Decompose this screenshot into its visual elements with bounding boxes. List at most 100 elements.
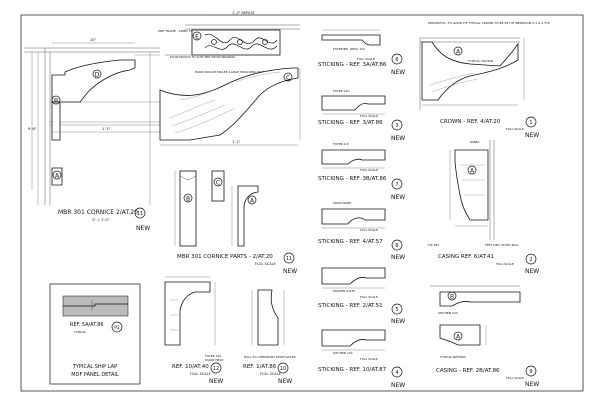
svg-text:NEW: NEW <box>391 69 405 76</box>
svg-text:FULL SCALE: FULL SCALE <box>190 372 211 376</box>
svg-text:FULL SCALE: FULL SCALE <box>360 168 378 172</box>
svg-text:11: 11 <box>137 211 143 217</box>
svg-text:KITCHEN 12C: KITCHEN 12C <box>438 311 458 315</box>
detail-carved-frieze: MDF FRAME - SIZED TO SUIT FOR FULL SYMME… <box>158 11 301 146</box>
svg-text:B: B <box>450 294 454 301</box>
detail-title-casing-6: CASING REF. 6/AT.41 <box>438 254 494 260</box>
crown-profile <box>421 41 519 101</box>
svg-text:4: 4 <box>395 370 398 376</box>
dim-projection: 10" <box>90 38 96 42</box>
svg-text:C: C <box>216 180 220 187</box>
dim-height: 9'-6" <box>28 127 37 131</box>
svg-text:MASTER SUITE: MASTER SUITE <box>333 289 355 293</box>
detail-scale-mbr301-cornice: 3" = 1'-0" <box>92 218 110 222</box>
bracket-profile-shape <box>159 67 299 141</box>
ref10-profile <box>164 281 211 346</box>
svg-text:10: 10 <box>280 366 286 372</box>
detail-sticking-3a: FOYER/BR. (DEV) 12C FULL SCALE STICKING … <box>318 29 405 76</box>
detail-sticking-3b: FOYER 1/2 FULL SCALE STICKING - REF. 3B/… <box>318 142 405 201</box>
svg-text:A: A <box>250 198 255 205</box>
note-repeat: 1'-0" REPEAT <box>232 11 255 15</box>
svg-text:DOOR HEAD: DOOR HEAD <box>205 358 224 362</box>
svg-text:NEW: NEW <box>525 268 539 275</box>
svg-text:12: 12 <box>213 366 219 372</box>
shiplap-bubble <box>111 321 123 333</box>
casing-2b-profile <box>439 324 481 346</box>
svg-text:PANEL: PANEL <box>470 140 480 144</box>
detail-bubble <box>134 207 146 219</box>
svg-text:TYPICAL RETURN: TYPICAL RETURN <box>439 355 465 359</box>
svg-text:FULL SCALE: FULL SCALE <box>360 114 378 118</box>
svg-text:3: 3 <box>395 123 398 129</box>
detail-mbr301-parts: B C A MBR 301 CORNICE PARTS - 2/AT.20 FU… <box>174 170 297 275</box>
part-label-b: B <box>54 98 58 105</box>
sticking-3a-profile <box>321 34 381 46</box>
status-new: NEW <box>136 225 150 232</box>
shiplap-frame <box>49 283 141 385</box>
svg-text:FULL SCALE: FULL SCALE <box>506 376 524 380</box>
casing-6-profile <box>454 149 489 221</box>
svg-text:FULL SCALE: FULL SCALE <box>260 372 281 376</box>
part-b-profile <box>179 170 197 247</box>
svg-text:E: E <box>195 34 199 41</box>
detail-title-mbr301-parts: MBR 301 CORNICE PARTS - 2/AT.20 <box>177 254 273 260</box>
part-label-a: A <box>55 173 60 180</box>
svg-text:TYPICAL CROWN: TYPICAL CROWN <box>467 59 493 63</box>
part-bubble-d <box>92 69 102 79</box>
svg-text:11: 11 <box>286 256 292 262</box>
svg-text:NEW: NEW <box>391 194 405 201</box>
detail-casing-2b: B KITCHEN 12C A TYPICAL RETURN CASING - … <box>430 285 539 388</box>
svg-text:NEW: NEW <box>525 381 539 388</box>
svg-text:FOYER/BR. (DEV) 12C: FOYER/BR. (DEV) 12C <box>333 47 365 51</box>
svg-text:KITCHEN 12C: KITCHEN 12C <box>333 351 353 355</box>
svg-text:NEW: NEW <box>391 318 405 325</box>
svg-text:1'-1": 1'-1" <box>232 140 241 144</box>
svg-text:FULL SCALE: FULL SCALE <box>496 262 514 266</box>
detail-title-mbr301-cornice: MBR 301 CORNICE 2/AT.20 <box>58 209 138 216</box>
svg-text:FULL SCALE: FULL SCALE <box>255 262 276 266</box>
svg-text:FOYER 1/2: FOYER 1/2 <box>333 142 349 146</box>
detail-title-ref1: REF. 1/AT.86 <box>243 364 277 370</box>
svg-text:NEW: NEW <box>209 378 223 385</box>
cornice-profile-shape <box>51 59 136 103</box>
svg-text:2: 2 <box>529 257 532 263</box>
ref1-profile <box>257 289 279 346</box>
detail-title-sticking-4: STICKING - REF. 4/AT.57 <box>318 239 383 245</box>
svg-text:FOYER 12C: FOYER 12C <box>333 89 350 93</box>
part-bubble-e <box>192 31 202 41</box>
note-carved-moulding: HAND ROUGH MILLED LARGE MOULDING MAPLE P… <box>195 70 289 74</box>
svg-text:C: C <box>286 75 290 82</box>
svg-text:P2: P2 <box>114 325 120 331</box>
svg-text:A: A <box>456 49 461 56</box>
svg-text:9: 9 <box>529 369 532 375</box>
svg-text:FULL SCALE: FULL SCALE <box>506 127 524 131</box>
note-flush-block: FLUSH BLOCK TO SUIT SEE SHOP DRAWING <box>170 55 236 59</box>
part-bubble-b <box>51 95 61 105</box>
part-label-d: D <box>95 72 100 79</box>
svg-text:NEW: NEW <box>391 254 405 261</box>
note-crown: PROVIDE PL. TO GOOD FIT TYPICAL CROWN TO… <box>428 21 550 25</box>
detail-title-sticking-3b: STICKING - REF. 3B/AT.86 <box>318 176 387 182</box>
svg-text:TYPICAL: TYPICAL <box>73 330 87 334</box>
svg-text:6: 6 <box>395 57 398 63</box>
svg-text:B: B <box>186 196 190 203</box>
svg-text:FEET DEV. STUDY BLD.: FEET DEV. STUDY BLD. <box>485 243 519 247</box>
shiplap-title: TYPICAL SHIP LAP <box>72 364 117 370</box>
sheet-border <box>20 14 584 392</box>
detail-title-sticking-3: STICKING - REF. 3/AT.86 <box>318 120 383 126</box>
svg-text:FULL SCALE: FULL SCALE <box>357 57 375 61</box>
svg-text:FOYER 12C: FOYER 12C <box>205 354 222 358</box>
detail-sticking-3: FOYER 12C FULL SCALE STICKING - REF. 3/A… <box>318 89 405 142</box>
detail-ref-10-at40: FOYER 12C DOOR HEAD REF. 10/AT.40 FULL S… <box>164 276 224 385</box>
svg-text:FIX SET: FIX SET <box>428 243 439 247</box>
svg-text:NEW: NEW <box>278 378 292 385</box>
svg-text:FULL SCALE: FULL SCALE <box>360 228 378 232</box>
part-bubble-a <box>52 170 62 180</box>
svg-text:HALL TO CHEMISTRY FROM SAT.86: HALL TO CHEMISTRY FROM SAT.86 <box>244 355 296 359</box>
svg-text:NEW: NEW <box>391 135 405 142</box>
dim-overall: 1'-1" <box>102 127 111 131</box>
svg-text:5: 5 <box>395 307 398 313</box>
detail-title-crown: CROWN - REF. 4/AT.20 <box>440 119 501 125</box>
